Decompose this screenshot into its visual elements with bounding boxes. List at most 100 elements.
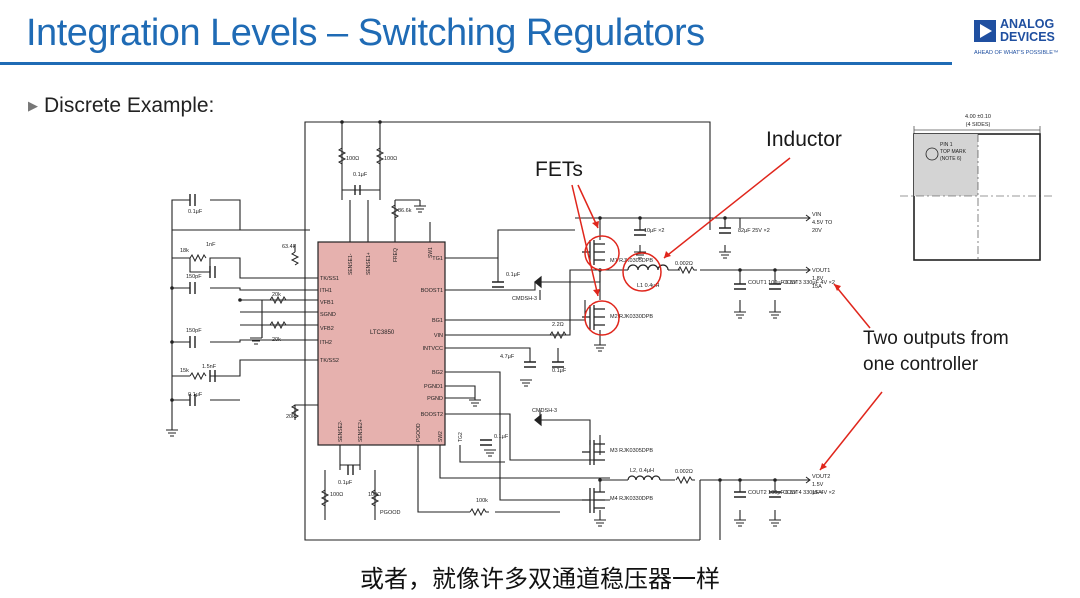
output1-arrow <box>833 283 871 329</box>
component-label: 20k <box>272 337 281 343</box>
pin-label: PGND <box>427 396 443 402</box>
fet-label: M2 RJK0330DPB <box>610 314 653 320</box>
package-note: (NOTE 6) <box>940 156 962 162</box>
pgood-label: PGOOD <box>380 510 401 516</box>
component-label: 0.1μF <box>188 209 203 215</box>
pin-label: SENSE1- <box>348 253 354 275</box>
fets-callout: FETs <box>535 158 583 181</box>
component-label: COUT2 100μF 6.3V <box>748 490 797 496</box>
pin-label: TK/SS2 <box>320 358 339 364</box>
pin1-marker-icon <box>925 147 939 161</box>
sense-resistor-label: 0.002Ω <box>675 261 693 267</box>
component-label: 1nF <box>206 242 216 248</box>
component-label: 0.1μF <box>494 434 509 440</box>
pin-label: BOOST2 <box>421 412 443 418</box>
vout1-label: VOUT1 <box>812 268 830 274</box>
pin-label: FREQ <box>393 248 399 262</box>
company-logo: ANALOG DEVICES AHEAD OF WHAT'S POSSIBLE™ <box>970 18 1074 62</box>
pin-label: VFB1 <box>320 300 334 306</box>
vin-label: 4.5V TO <box>812 220 833 226</box>
package-top-mark: TOP MARK <box>940 149 967 155</box>
bullet-arrow-icon: ▶ <box>28 98 38 113</box>
diode-label: CMDSH-3 <box>532 408 557 414</box>
diode-label: CMDSH-3 <box>512 296 537 302</box>
inductor-label: L2, 0.4μH <box>630 468 654 474</box>
package-pin-label: PIN 1 <box>940 142 953 148</box>
component-label: 0.1μF <box>338 480 353 486</box>
pin-label: VIN <box>434 333 443 339</box>
video-subtitle: 或者，就像许多双通道稳压器一样 <box>360 565 720 593</box>
outputs-callout-line1: Two outputs from <box>863 328 1009 349</box>
component-label: 15k <box>180 368 189 374</box>
component-label: 0.1μF <box>506 272 521 278</box>
controller-ic <box>317 241 446 446</box>
component-label: COUT4 330μF 4V ×2 <box>783 490 835 496</box>
ic-name: LTC3850 <box>370 330 395 336</box>
output2-arrow <box>819 391 883 471</box>
pin-label: SW1 <box>428 247 434 258</box>
pin-label: BG1 <box>432 318 443 324</box>
component-label: 0.1μF <box>188 392 203 398</box>
pin-label: ITH2 <box>320 340 332 346</box>
title-underline <box>0 62 952 65</box>
pin-label: TG2 <box>458 432 464 442</box>
fet-highlight-top <box>584 235 620 271</box>
component-label: 150pF <box>186 328 202 334</box>
component-label: 63.4k <box>282 244 296 250</box>
pin-label: SENSE2- <box>338 420 344 442</box>
package-dimension-note: (4 SIDES) <box>966 122 991 128</box>
fet-label: M4 RJK0330DPB <box>610 496 653 502</box>
component-label: 0.1μF <box>552 368 567 374</box>
component-label: 10μF ×2 <box>644 228 664 234</box>
component-label: 100k <box>476 498 488 504</box>
logo-wordmark: ANALOG DEVICES <box>1000 17 1055 44</box>
vout1-label: 1.8V <box>812 276 824 282</box>
component-label: 100Ω <box>330 492 343 498</box>
fets-arrow <box>577 184 599 229</box>
pin-label: VFB2 <box>320 326 334 332</box>
package-dimension: 4.00 ±0.10 <box>965 114 991 120</box>
pin-label: PGOOD <box>416 423 422 442</box>
pin-label: SW2 <box>438 431 444 442</box>
vout2-label: VOUT2 <box>812 474 830 480</box>
vout2-label: 15A <box>812 490 822 496</box>
component-label: 20k <box>272 292 281 298</box>
component-label: 100Ω <box>384 156 397 162</box>
component-label: 2.2Ω <box>552 322 564 328</box>
pin-label: PGND1 <box>424 384 443 390</box>
pin-label: TG1 <box>432 256 443 262</box>
vout1-label: 15A <box>812 284 822 290</box>
sense-resistor-label: 0.002Ω <box>675 469 693 475</box>
logo-triangle-icon <box>974 20 996 42</box>
pin-label: ITH1 <box>320 288 332 294</box>
pin-label: SGND <box>320 312 336 318</box>
component-label: 20k <box>286 414 295 420</box>
component-label: 1.5nF <box>202 364 217 370</box>
fet-label: M3 RJK0305DPB <box>610 448 653 454</box>
pin-label: TK/SS1 <box>320 276 339 282</box>
fet-highlight-bottom <box>584 300 620 336</box>
component-label: 86.6k <box>398 208 412 214</box>
fet-label: M1 RJK0305DPB <box>610 258 653 264</box>
component-label: COUT1 100μF 6.3V <box>748 280 797 286</box>
slide-title: Integration Levels – Switching Regulator… <box>26 12 705 54</box>
pin-label: SENSE2+ <box>358 419 364 442</box>
bullet-discrete-example: ▶ Discrete Example: <box>28 94 214 118</box>
pin-label: BG2 <box>432 370 443 376</box>
component-label: 4.7μF <box>500 354 515 360</box>
callout-highlights <box>571 157 883 471</box>
inductor-arrow <box>663 157 791 259</box>
inductor-callout: Inductor <box>766 128 842 151</box>
bullet-text: Discrete Example: <box>44 94 215 117</box>
vout2-label: 1.5V <box>812 482 824 488</box>
component-label: 82μF 25V ×2 <box>738 228 770 234</box>
package-outline: 4.00 ±0.10 (4 SIDES) PIN 1 TOP MARK (NOT… <box>900 114 1054 261</box>
component-label: 150pF <box>186 274 202 280</box>
logo-tagline: AHEAD OF WHAT'S POSSIBLE™ <box>974 50 1059 56</box>
component-label: 100Ω <box>346 156 359 162</box>
vin-label: VIN <box>812 212 821 218</box>
component-label: COUT3 330μF 4V ×2 <box>783 280 835 286</box>
inductor-highlight <box>622 252 662 292</box>
component-label: 18k <box>180 248 189 254</box>
